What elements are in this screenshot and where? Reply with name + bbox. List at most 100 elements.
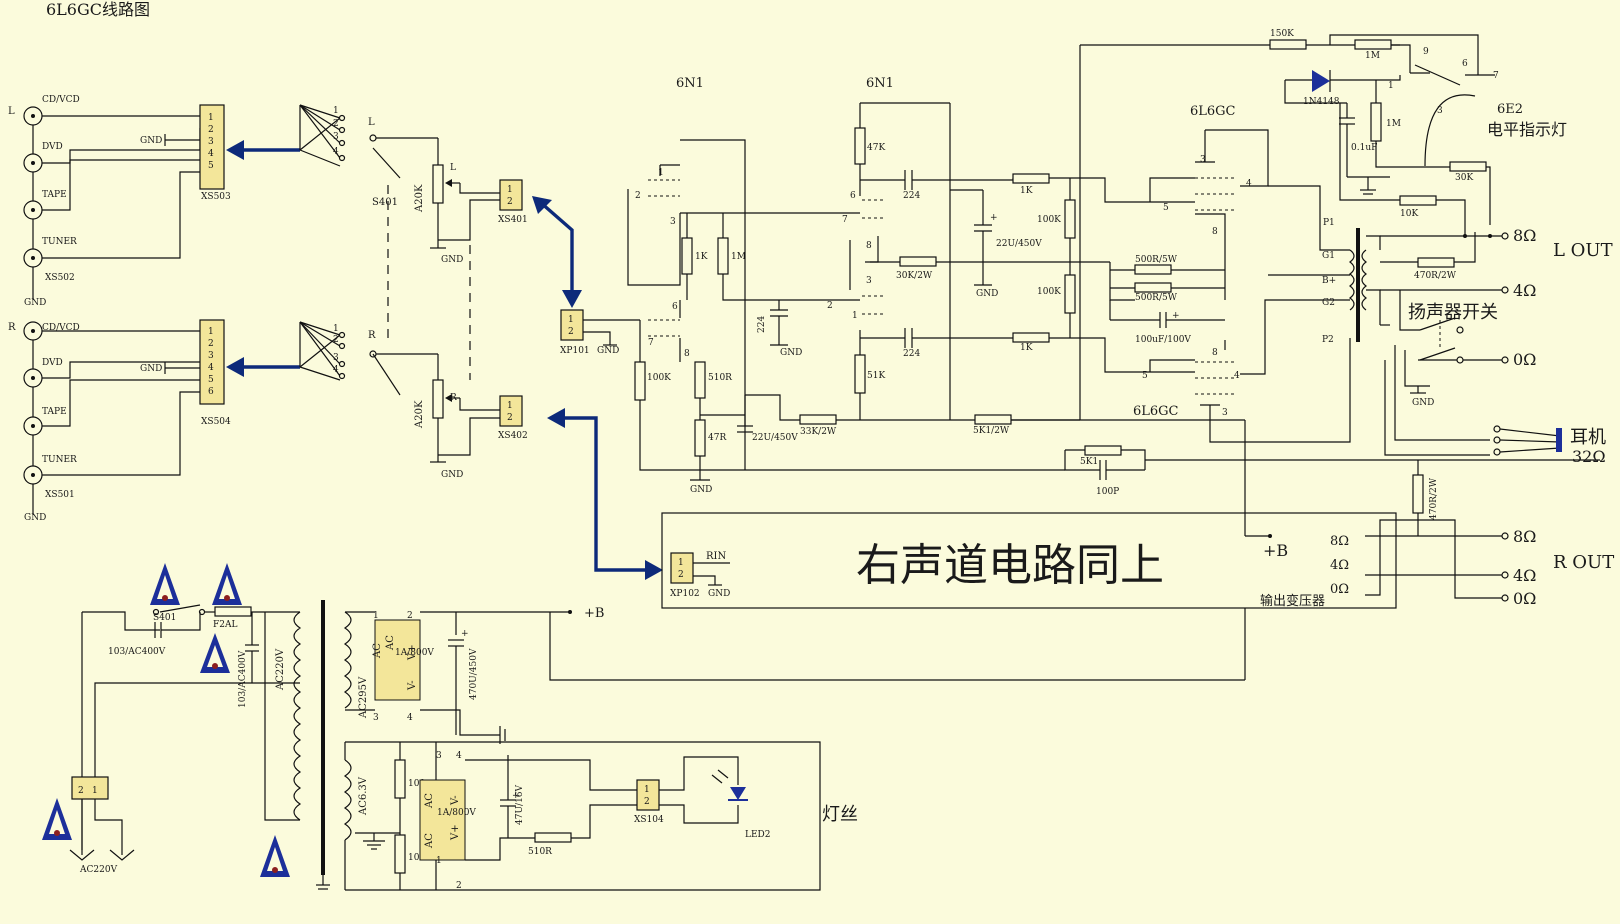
pot-value: A20K <box>414 184 425 213</box>
svg-text:1: 1 <box>507 401 513 411</box>
speaker-switch[interactable]: 扬声器开关 GND <box>1384 290 1498 456</box>
pot-channel-l: L <box>450 163 456 173</box>
svg-text:47R: 47R <box>708 433 726 443</box>
svg-text:10K: 10K <box>1400 209 1418 219</box>
svg-text:7: 7 <box>1493 71 1499 81</box>
svg-text:1K: 1K <box>1020 186 1033 196</box>
warning-triangle-icon <box>150 563 180 605</box>
svg-text:8Ω: 8Ω <box>1513 527 1536 546</box>
svg-text:LED2: LED2 <box>745 830 771 840</box>
svg-text:2: 2 <box>333 335 339 345</box>
gnd-label: GND <box>976 289 998 299</box>
connector-xs503 <box>199 104 225 190</box>
svg-text:RIN: RIN <box>706 551 726 562</box>
channel-label-r: R <box>8 322 16 333</box>
right-input-jacks: R CD/VCD DVD TAPE TUNER XS501 GND 123456… <box>8 319 231 523</box>
svg-text:2: 2 <box>507 197 513 207</box>
svg-text:510R: 510R <box>528 847 552 857</box>
svg-text:电平指示灯: 电平指示灯 <box>1487 120 1567 139</box>
headphone-jack[interactable]: 耳机 32Ω 470R/2W <box>1412 425 1606 536</box>
svg-text:100K: 100K <box>647 373 671 383</box>
svg-text:3: 3 <box>866 276 872 286</box>
input-label: CD/VCD <box>42 323 80 333</box>
svg-text:224: 224 <box>903 349 920 359</box>
svg-text:33K/2W: 33K/2W <box>800 427 837 437</box>
svg-text:224: 224 <box>903 191 920 201</box>
input-label: TAPE <box>42 190 67 200</box>
svg-text:0Ω: 0Ω <box>1513 589 1536 608</box>
svg-text:V-: V- <box>450 795 461 806</box>
svg-text:2: 2 <box>827 301 833 311</box>
svg-text:+B: +B <box>584 606 604 621</box>
connector-xs402: 12 XS402 <box>498 395 528 441</box>
svg-text:5K1: 5K1 <box>1080 457 1098 467</box>
label-l-out: L OUT <box>1553 240 1613 261</box>
svg-text:1N4148: 1N4148 <box>1303 97 1340 107</box>
svg-text:1M: 1M <box>1386 119 1401 129</box>
svg-text:4Ω: 4Ω <box>1513 281 1536 300</box>
svg-text:1: 1 <box>208 113 214 123</box>
svg-text:6N1: 6N1 <box>676 76 704 91</box>
connector-label-xs104: XS104 <box>634 815 664 825</box>
input-label: DVD <box>42 358 63 368</box>
gnd-label: GND <box>441 470 463 480</box>
tube-6l6gc-bottom: 6L6GC 8 5 4 3 <box>1133 299 1351 443</box>
diagram-title: 6L6GC线路图 <box>46 0 150 19</box>
svg-text:3: 3 <box>1200 155 1206 165</box>
svg-text:+: + <box>461 629 469 639</box>
connector-label-xs502: XS502 <box>45 273 75 283</box>
warning-triangle-icon <box>200 633 230 673</box>
svg-text:灯丝: 灯丝 <box>822 804 858 825</box>
warning-triangle-icon <box>42 798 72 840</box>
svg-text:510R: 510R <box>708 373 732 383</box>
svg-text:9: 9 <box>1423 47 1429 57</box>
svg-text:0Ω: 0Ω <box>1330 582 1349 597</box>
volume-pot-r[interactable]: GND R A20K <box>414 245 500 480</box>
svg-text:22U/450V: 22U/450V <box>996 239 1042 249</box>
svg-text:5: 5 <box>208 375 214 385</box>
svg-text:30K: 30K <box>1455 173 1473 183</box>
volume-pot-l[interactable]: GND L A20K <box>414 138 500 265</box>
svg-text:1: 1 <box>658 168 664 178</box>
selector-label-l: L <box>368 117 375 128</box>
svg-text:扬声器开关: 扬声器开关 <box>1408 302 1498 323</box>
svg-text:500R/5W: 500R/5W <box>1135 293 1178 303</box>
svg-text:2: 2 <box>678 570 684 580</box>
svg-text:AC: AC <box>385 635 396 651</box>
svg-text:G2: G2 <box>1322 298 1335 308</box>
svg-text:47K: 47K <box>867 143 885 153</box>
svg-text:100: 100 <box>408 779 425 789</box>
gnd-label: GND <box>24 298 46 308</box>
gnd-label: GND <box>140 364 162 374</box>
svg-text:V+: V+ <box>450 824 461 841</box>
svg-text:1: 1 <box>507 185 513 195</box>
gnd-label: GND <box>690 485 712 495</box>
gnd-label: GND <box>140 136 162 146</box>
power-supply: S401 103/AC400V F2AL 103/AC400V AC220V 2… <box>69 600 1245 891</box>
switch-label-s401: S401 <box>372 197 398 208</box>
svg-text:P1: P1 <box>1323 218 1335 228</box>
right-channel-note: 右声道电路同上 <box>856 540 1164 591</box>
svg-text:51K: 51K <box>867 371 885 381</box>
svg-text:XS402: XS402 <box>498 431 528 441</box>
svg-text:4: 4 <box>1234 371 1240 381</box>
gnd-label: GND <box>708 589 730 599</box>
selector-label-r: R <box>368 330 376 341</box>
svg-text:F2AL: F2AL <box>213 620 237 630</box>
svg-text:8: 8 <box>684 349 690 359</box>
svg-text:1: 1 <box>678 558 684 568</box>
input-label: DVD <box>42 142 63 152</box>
svg-text:100P: 100P <box>1096 487 1119 497</box>
svg-text:AC295V: AC295V <box>358 676 369 719</box>
connector-label-xs504: XS504 <box>201 417 231 427</box>
svg-text:1: 1 <box>333 324 339 334</box>
svg-text:G1: G1 <box>1322 251 1335 261</box>
gnd-label: GND <box>1412 398 1434 408</box>
svg-text:1: 1 <box>92 786 98 796</box>
svg-text:5K1/2W: 5K1/2W <box>973 426 1010 436</box>
svg-text:2: 2 <box>456 881 462 891</box>
gnd-label: GND <box>597 346 619 356</box>
output-transformer: P1 G1 B+ G2 P2 <box>1268 218 1476 345</box>
